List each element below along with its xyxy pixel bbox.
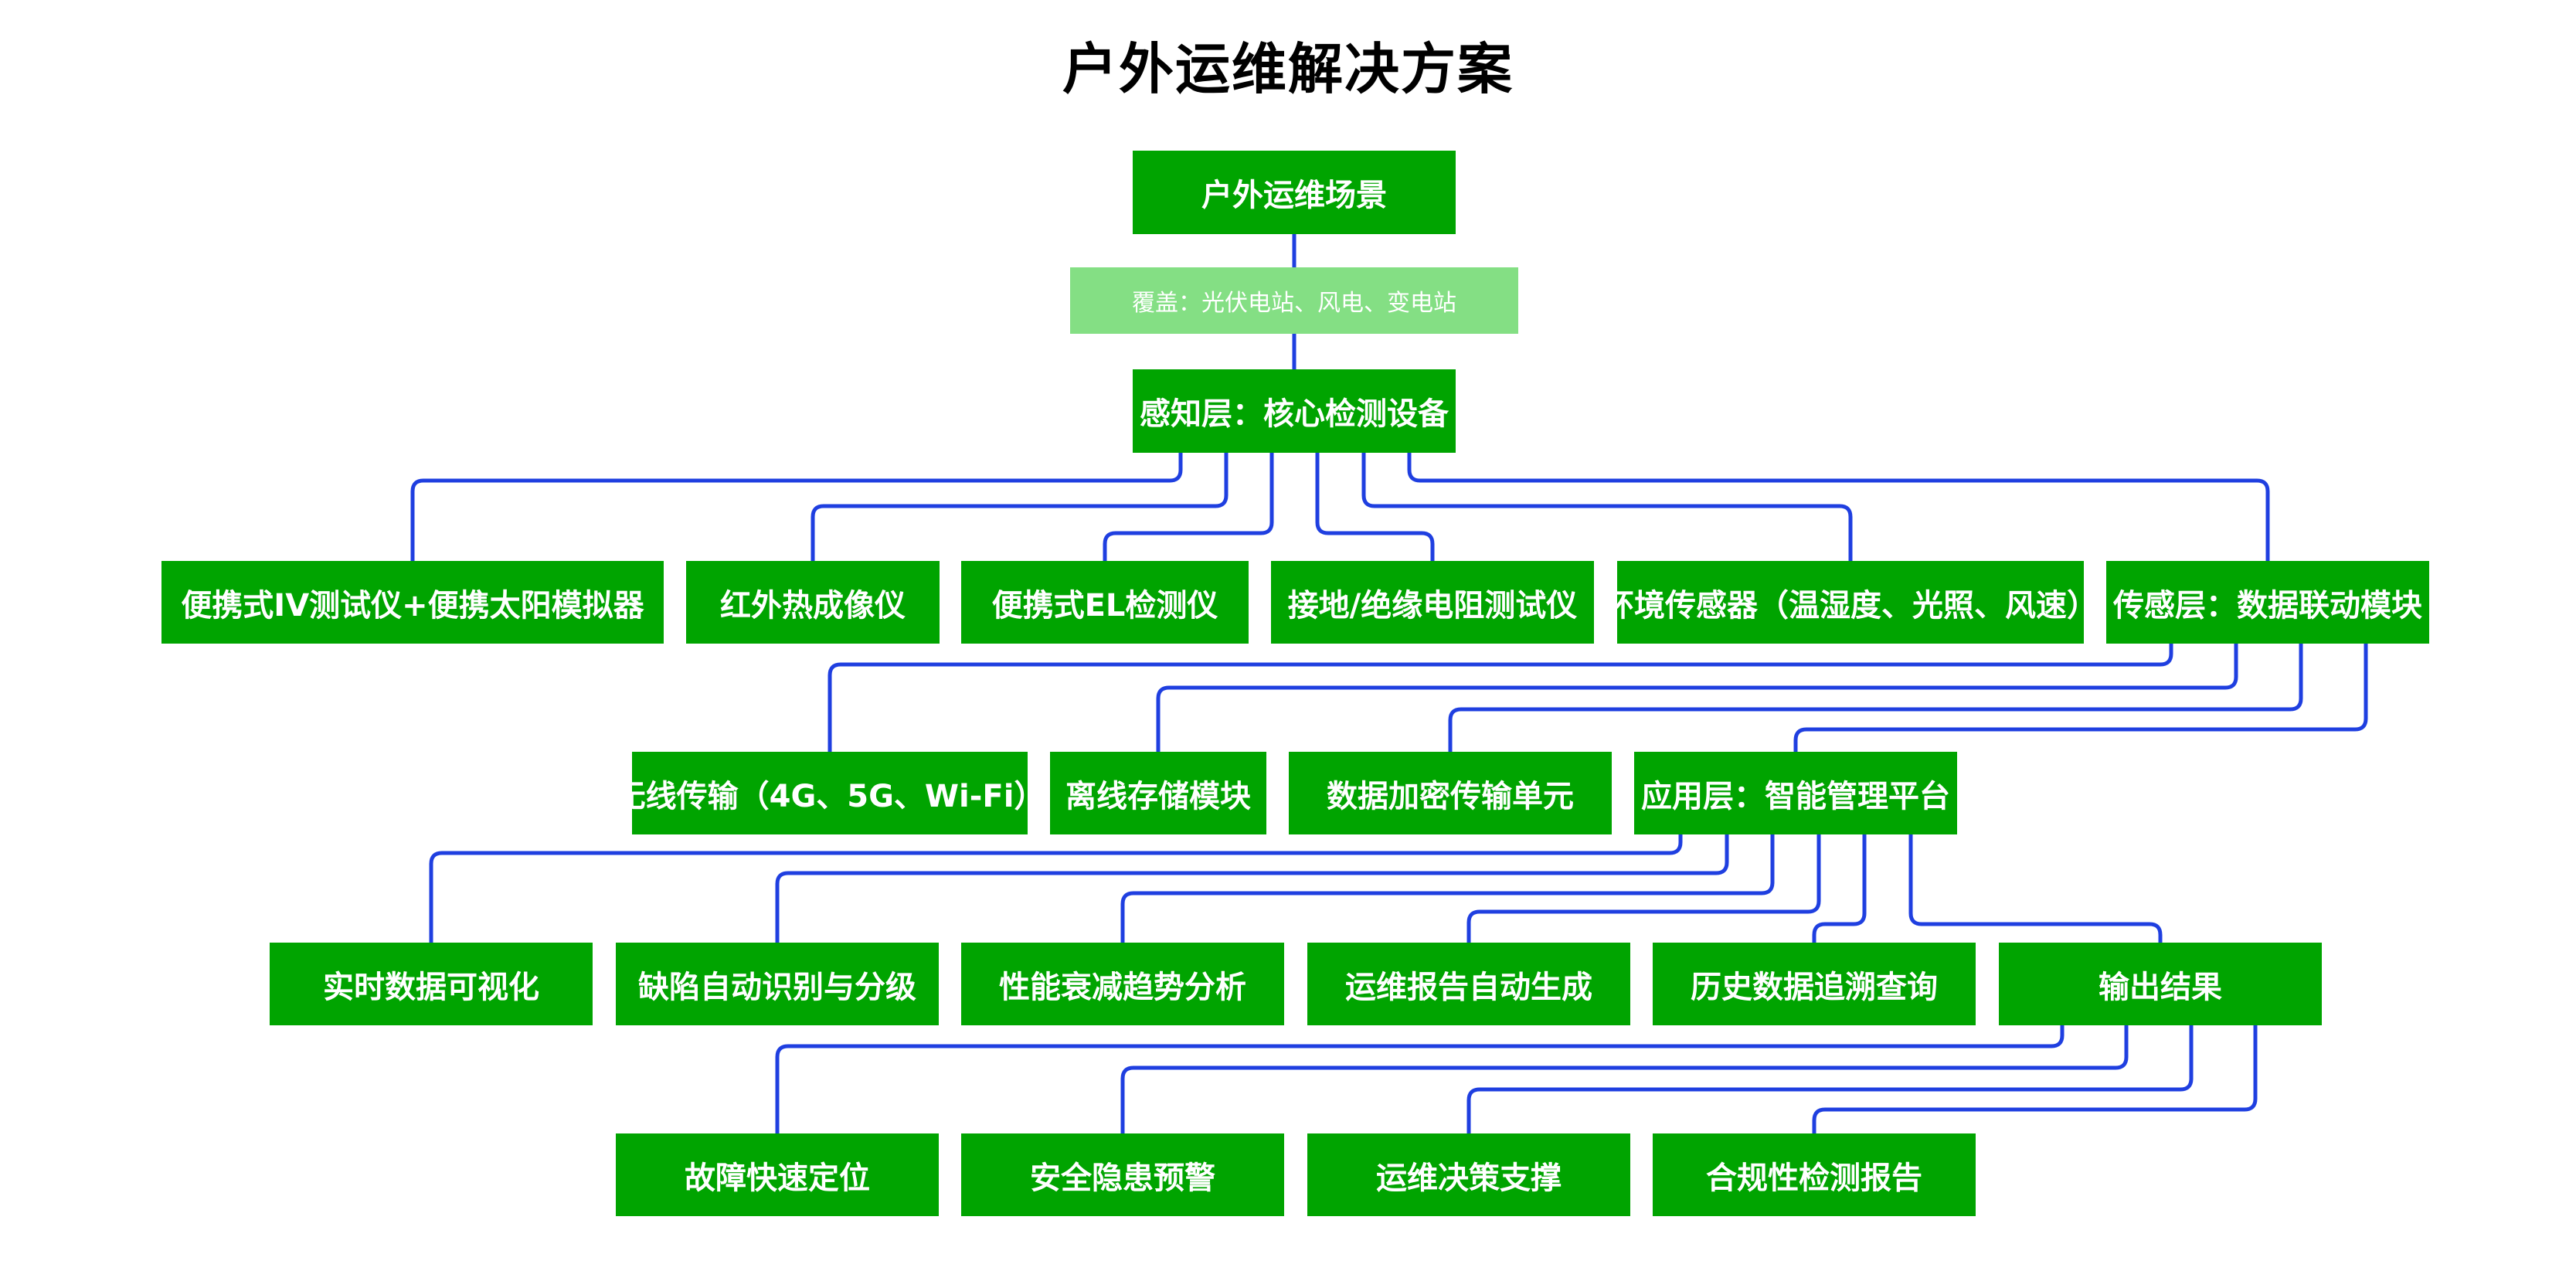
node-report-generation: 运维报告自动生成: [1307, 943, 1630, 1025]
node-compliance-report: 合规性检测报告: [1653, 1133, 1976, 1216]
node-wireless: 无线传输（4G、5G、Wi-Fi）: [615, 752, 1045, 834]
node-coverage: 覆盖：光伏电站、风电、变电站: [1070, 267, 1518, 334]
connector-sensing-application: [1793, 644, 2368, 752]
connector-sensing-encryption: [1448, 644, 2303, 752]
connector-output-fault: [775, 1025, 2065, 1133]
node-thermal-imager: 红外热成像仪: [686, 561, 940, 644]
node-fault-location: 故障快速定位: [616, 1133, 939, 1216]
connector-app-report: [1466, 834, 1821, 943]
node-perception-layer: 感知层：核心检测设备: [1133, 369, 1456, 453]
connector-sensing-wireless: [828, 644, 2173, 752]
node-decision-support: 运维决策支撑: [1307, 1133, 1630, 1216]
connector-perception-thermal: [811, 453, 1229, 561]
connector-perception-iv: [410, 453, 1183, 561]
node-scene: 户外运维场景: [1133, 151, 1456, 234]
connector-output-compliance: [1812, 1025, 2258, 1133]
node-safety-warning: 安全隐患预警: [961, 1133, 1284, 1216]
connector-perception-el: [1103, 453, 1274, 561]
node-el-tester: 便携式EL检测仪: [961, 561, 1249, 644]
diagram-title: 户外运维解决方案: [1062, 37, 1514, 101]
node-visualization: 实时数据可视化: [270, 943, 593, 1025]
connector-perception-env: [1361, 453, 1853, 561]
connector-output-decision: [1466, 1025, 2194, 1133]
node-application-layer: 应用层：智能管理平台: [1634, 752, 1957, 834]
connector-app-visualization: [429, 834, 1683, 943]
node-offline-storage: 离线存储模块: [1050, 752, 1266, 834]
node-iv-tester: 便携式IV测试仪+便携太阳模拟器: [161, 561, 664, 644]
connector-output-safety: [1120, 1025, 2129, 1133]
connector-app-output: [1908, 834, 2163, 943]
connector-app-defect: [775, 834, 1729, 943]
node-history-query: 历史数据追溯查询: [1653, 943, 1976, 1025]
connector-app-history: [1812, 834, 1867, 943]
node-output: 输出结果: [1999, 943, 2322, 1025]
connector-sensing-storage: [1156, 644, 2238, 752]
connector-perception-sensing: [1407, 453, 2270, 561]
node-sensing-layer: 传感层：数据联动模块: [2106, 561, 2429, 644]
connector-perception-insulation: [1315, 453, 1435, 561]
node-env-sensor: 环境传感器（温湿度、光照、风速）: [1603, 561, 2098, 644]
node-insulation-tester: 接地/绝缘电阻测试仪: [1271, 561, 1594, 644]
connector-app-degradation: [1120, 834, 1775, 943]
node-degradation-analysis: 性能衰减趋势分析: [961, 943, 1284, 1025]
node-defect-recognition: 缺陷自动识别与分级: [616, 943, 939, 1025]
node-encryption: 数据加密传输单元: [1289, 752, 1612, 834]
